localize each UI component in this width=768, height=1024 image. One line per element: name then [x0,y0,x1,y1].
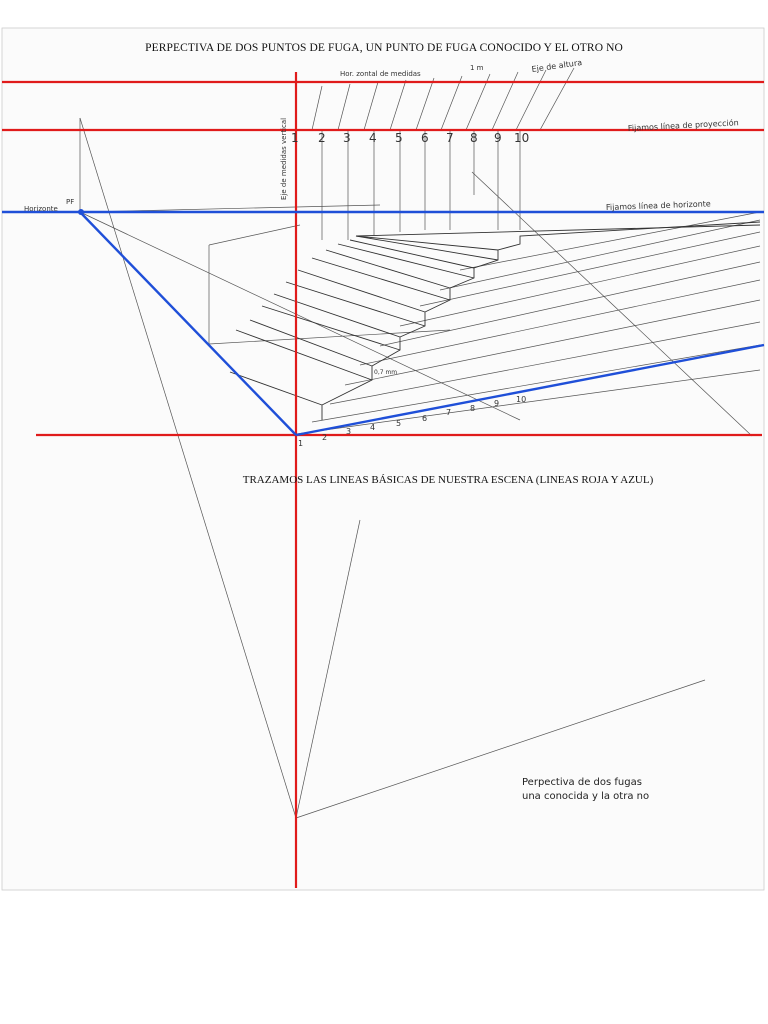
note-line-2: una conocida y la otra no [522,791,650,802]
paper-scan [1,27,765,891]
scale-ground-2: 2 [322,433,327,442]
vanishing-point-label: PF [66,198,75,206]
scale-ground-9: 9 [494,399,499,408]
ground-scale: 1 2 3 4 5 6 7 8 9 10 [298,395,526,448]
scale-top-2: 2 [318,131,326,145]
dimension-label: 0,7 mm [374,369,397,376]
scale-top-7: 7 [446,131,454,145]
scale-top-5: 5 [395,131,403,145]
pencil-construction [79,67,761,819]
measure-horizon-label: Hor. zontal de medidas [340,70,421,78]
scale-ground-6: 6 [422,414,427,423]
scale-top-3: 3 [343,131,351,145]
scene-caption: TRAZAMOS LAS LINEAS BÁSICAS DE NUESTRA E… [242,474,654,486]
scale-top-8: 8 [470,131,478,145]
scale-top-9: 9 [494,131,502,145]
note-line-1: Perpectiva de dos fugas [522,777,642,788]
vanishing-point-marker [78,209,84,215]
one-meter-label: 1 m [470,64,484,72]
vertical-axis-label: Eje de medidas vertical [280,118,288,200]
scale-ground-10: 10 [516,395,526,404]
top-scale: 1 2 3 4 5 6 7 8 9 10 [291,131,529,145]
scale-ground-1: 1 [298,439,303,448]
scale-ground-3: 3 [346,427,351,436]
scale-top-1: 1 [291,131,299,145]
scale-ground-7: 7 [446,408,451,417]
scale-top-4: 4 [369,131,377,145]
scale-ground-5: 5 [396,419,401,428]
left-vanishing-line [79,211,297,436]
scale-top-10: 10 [514,131,529,145]
blue-lines [2,210,765,437]
document-title: PERPECTIVA DE DOS PUNTOS DE FUGA, UN PUN… [145,42,623,54]
right-vanishing-line [295,343,765,437]
horizon-left-label: Horizonte [24,205,58,213]
horizon-line-label: Fijamos línea de horizonte [606,199,711,212]
scale-ground-4: 4 [370,423,375,432]
red-reference-lines [2,72,764,888]
handwritten-note: Perpectiva de dos fugas una conocida y l… [522,776,649,804]
scale-ground-8: 8 [470,404,475,413]
scale-top-6: 6 [421,131,429,145]
